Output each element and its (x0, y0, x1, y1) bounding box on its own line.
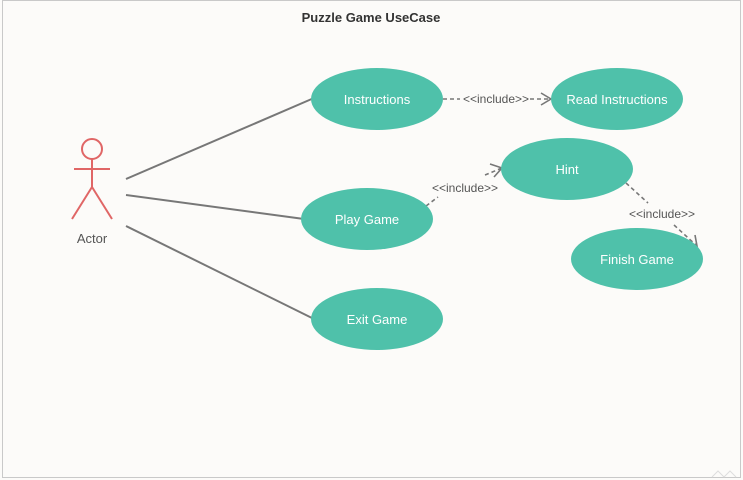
actor-right-leg (91, 186, 113, 220)
dependency-line (673, 224, 698, 247)
association-exit-game (125, 225, 315, 320)
actor-label: Actor (77, 231, 108, 246)
actor[interactable]: Actor (71, 138, 113, 246)
use-case-ellipse (301, 188, 433, 250)
use-case-read-instructions[interactable]: Read Instructions (551, 68, 683, 130)
use-case-ellipse (311, 68, 443, 130)
association-play-game (125, 194, 305, 220)
use-case-label: Exit Game (347, 312, 408, 327)
use-case-label: Read Instructions (566, 92, 668, 107)
use-case-hint[interactable]: Hint (501, 138, 633, 200)
resize-handle-icon[interactable] (711, 470, 737, 478)
use-case-label: Finish Game (600, 252, 674, 267)
use-case-label: Instructions (344, 92, 411, 107)
use-case-label: Hint (555, 162, 579, 177)
include-label: <<include>> (629, 207, 695, 221)
diagram-title: Puzzle Game UseCase (302, 10, 441, 25)
association-instructions (125, 97, 315, 180)
resize-mark (723, 470, 737, 478)
include-instructions-read: <<include>> (443, 92, 553, 106)
use-case-ellipse (311, 288, 443, 350)
dependency-line (484, 167, 503, 176)
resize-mark (711, 470, 725, 478)
dependency-line (425, 196, 439, 207)
dependency-line (625, 182, 649, 204)
use-case-ellipse (571, 228, 703, 290)
include-playgame-hint: <<include>> (425, 163, 504, 207)
use-case-instructions[interactable]: Instructions (311, 68, 443, 130)
use-case-ellipse (501, 138, 633, 200)
use-case-label: Play Game (335, 212, 399, 227)
use-case-finish-game[interactable]: Finish Game (571, 228, 703, 290)
actor-head (81, 138, 103, 160)
include-label: <<include>> (463, 92, 529, 106)
arrowhead (489, 163, 504, 178)
use-case-play-game[interactable]: Play Game (301, 188, 433, 250)
include-label: <<include>> (432, 181, 498, 195)
use-case-ellipse (551, 68, 683, 130)
actor-left-leg (71, 186, 93, 220)
use-case-exit-game[interactable]: Exit Game (311, 288, 443, 350)
